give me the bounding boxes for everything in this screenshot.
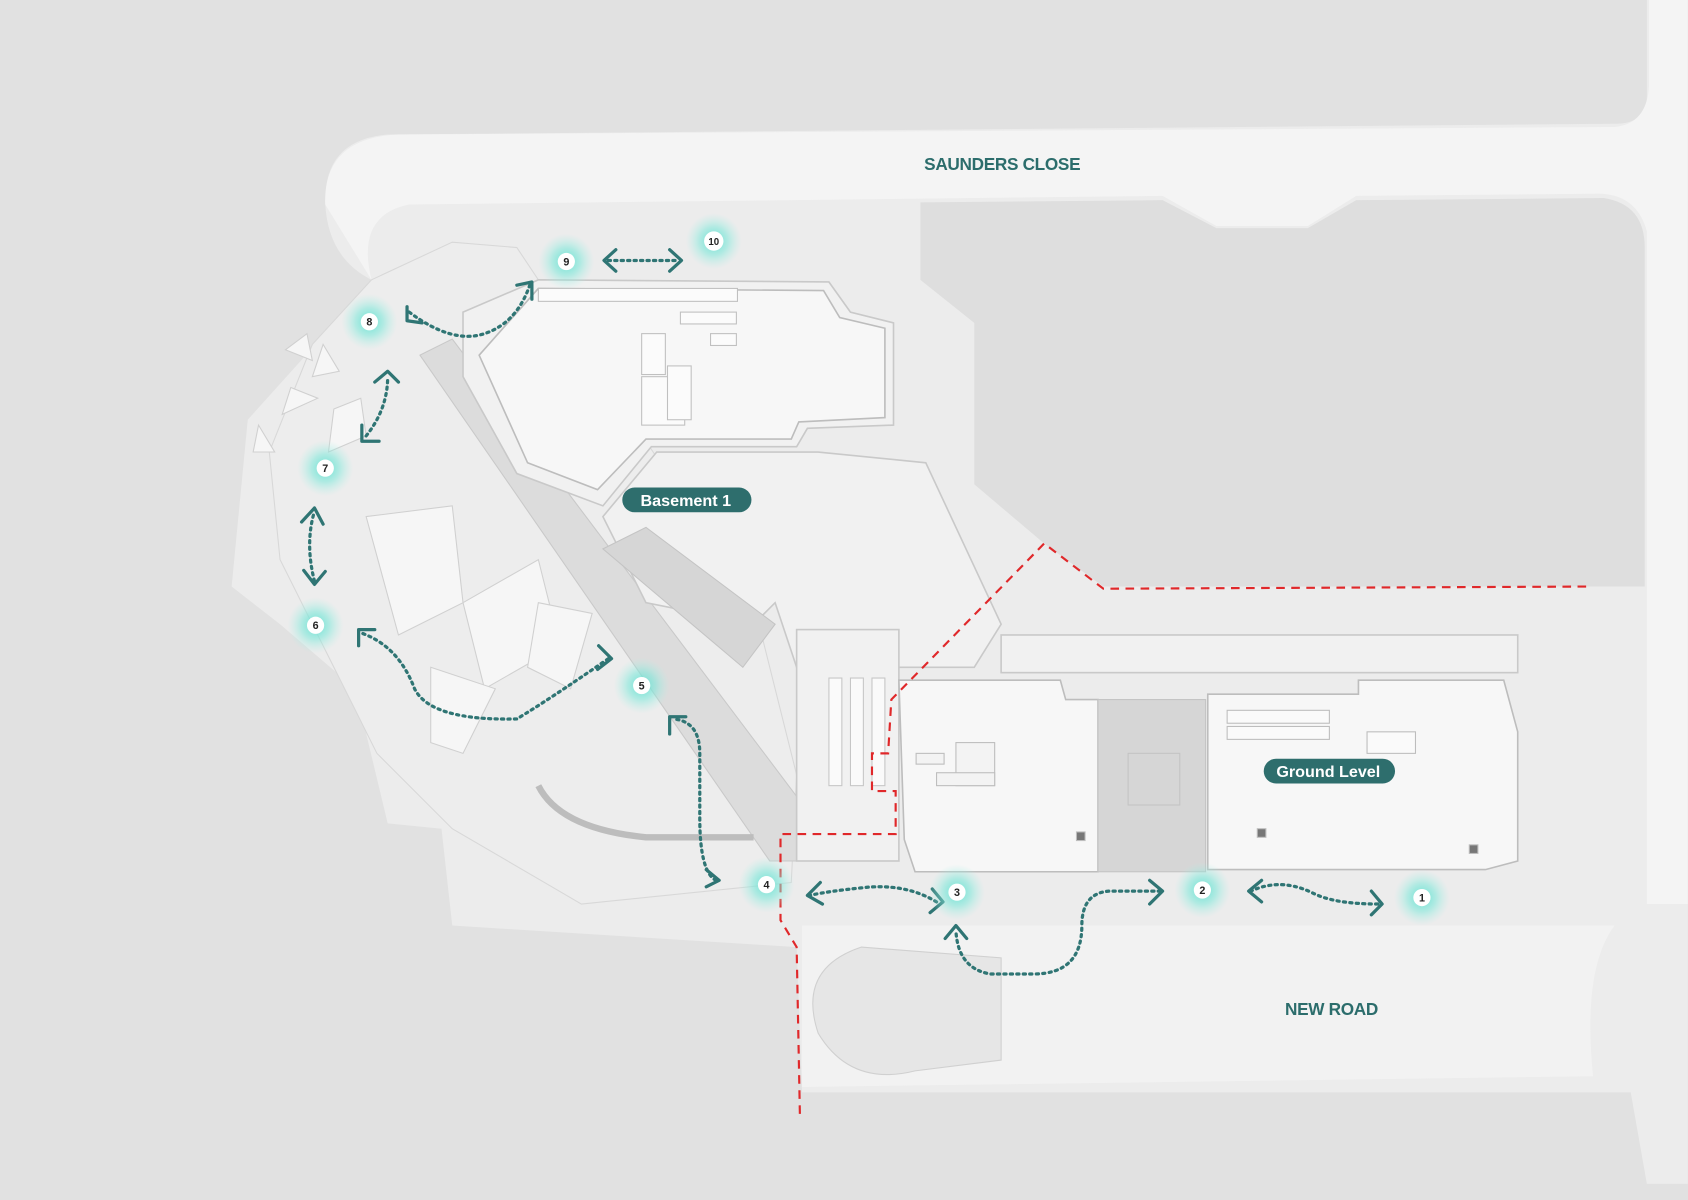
sunken-court bbox=[601, 526, 776, 669]
svg-text:6: 6 bbox=[313, 620, 319, 632]
east-corridor bbox=[1000, 634, 1519, 674]
svg-text:Basement 1: Basement 1 bbox=[641, 492, 732, 510]
waypoint-4[interactable]: 4 bbox=[738, 856, 795, 913]
seating bbox=[828, 677, 886, 787]
central-building bbox=[898, 679, 1099, 873]
amphitheatre-steps bbox=[535, 784, 754, 841]
waypoint-10[interactable]: 10 bbox=[685, 213, 742, 270]
east-roof-units bbox=[1226, 709, 1479, 854]
site-boundary-line bbox=[779, 542, 1591, 1114]
svg-text:Ground Level: Ground Level bbox=[1276, 763, 1380, 781]
waypoint-8[interactable]: 8 bbox=[341, 293, 398, 350]
waypoint-6[interactable]: 6 bbox=[287, 597, 344, 654]
turning-circle bbox=[812, 946, 1002, 1075]
svg-text:10: 10 bbox=[708, 237, 719, 248]
planters bbox=[252, 332, 593, 755]
central-roof-units bbox=[915, 742, 1086, 842]
basement-1-label[interactable]: Basement 1 bbox=[622, 487, 752, 513]
svg-text:8: 8 bbox=[366, 317, 372, 329]
roof-units bbox=[537, 287, 738, 426]
north-road bbox=[325, 0, 1688, 905]
street-label-saunders-close: SAUNDERS CLOSE bbox=[924, 154, 1080, 174]
waypoint-2[interactable]: 2 bbox=[1174, 862, 1231, 919]
waypoint-7[interactable]: 7 bbox=[297, 440, 354, 497]
street-label-new-road: NEW ROAD bbox=[1285, 999, 1378, 1019]
svg-text:3: 3 bbox=[954, 887, 960, 899]
ground-level-label[interactable]: Ground Level bbox=[1263, 758, 1396, 784]
svg-text:7: 7 bbox=[322, 463, 328, 475]
south-road bbox=[802, 925, 1615, 1087]
waypoint-3[interactable]: 3 bbox=[929, 864, 985, 921]
walking-route bbox=[299, 248, 1384, 976]
svg-text:4: 4 bbox=[764, 879, 770, 891]
svg-text:5: 5 bbox=[639, 680, 645, 692]
parking-area bbox=[920, 198, 1645, 587]
courtyard-feature bbox=[1127, 752, 1181, 806]
svg-text:9: 9 bbox=[563, 256, 569, 268]
waypoint-9[interactable]: 9 bbox=[538, 233, 595, 290]
svg-text:1: 1 bbox=[1419, 892, 1425, 904]
svg-text:2: 2 bbox=[1199, 885, 1205, 897]
waypoint-1[interactable]: 1 bbox=[1393, 869, 1450, 926]
waypoint-5[interactable]: 5 bbox=[613, 657, 670, 714]
